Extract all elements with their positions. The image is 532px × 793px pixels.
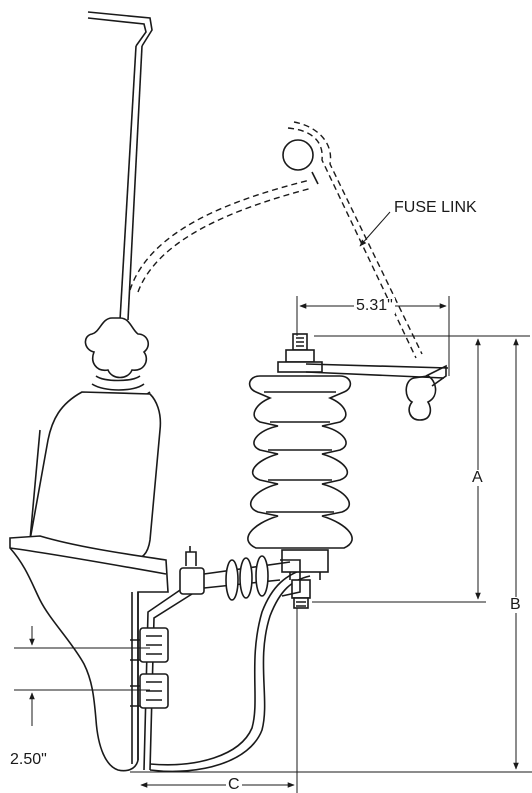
dimension-c [140, 608, 298, 793]
cutout-fuse-tube [28, 11, 162, 561]
surge-arrester [247, 333, 353, 609]
dimension-a-label: A [470, 469, 485, 486]
dimension-c-label: C [226, 776, 242, 793]
support-arm [179, 546, 301, 601]
fuse-link-label: FUSE LINK [392, 199, 479, 216]
mounting-base [9, 535, 311, 773]
dimension-5-31-label: 5.31" [354, 297, 395, 314]
dimension-a [312, 335, 530, 603]
dimension-b [130, 338, 532, 773]
top-conductor [305, 363, 449, 379]
dimension-2-50-label: 2.50" [8, 751, 49, 768]
fuse-link-leader [359, 211, 391, 247]
dimension-b-label: B [508, 596, 523, 613]
dimension-2-50 [14, 626, 150, 726]
fuse-link-path [129, 121, 447, 421]
